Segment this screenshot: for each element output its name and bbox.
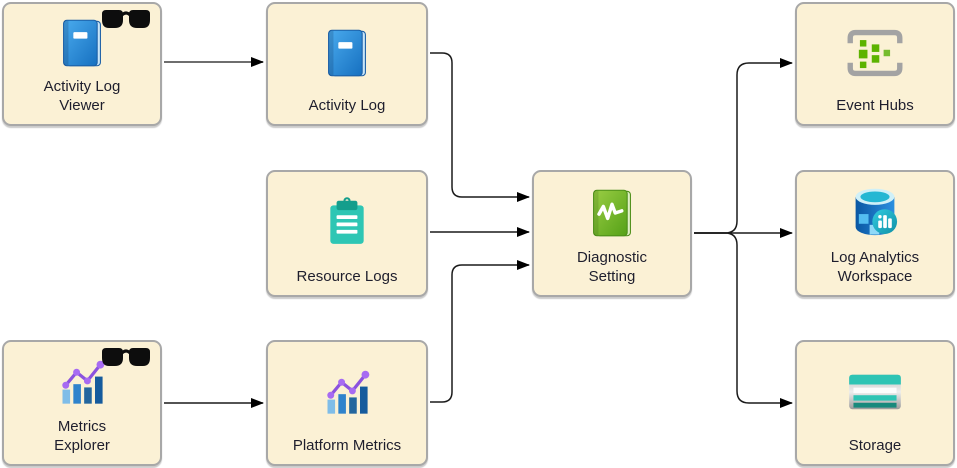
node-diagnostic-setting: Diagnostic Setting [532, 170, 692, 297]
bar-chart-icon [56, 342, 108, 417]
clipboard-icon [322, 172, 372, 267]
storage-icon [847, 342, 903, 436]
event-hubs-icon [847, 4, 903, 96]
node-label: Event Hubs [836, 96, 914, 114]
node-platform-metrics: Platform Metrics [266, 340, 428, 466]
node-label: Activity Log [308, 96, 386, 114]
connector-diagnostic-setting-to-storage [694, 232, 793, 408]
node-label: Metrics Explorer [54, 417, 110, 454]
journal-blue-icon [321, 4, 373, 96]
node-label: Activity Log Viewer [43, 77, 121, 114]
connector-activity-log-to-diagnostic-setting [430, 52, 530, 202]
node-log-analytics-workspace: Log Analytics Workspace [795, 170, 955, 297]
node-storage: Storage [795, 340, 955, 466]
journal-blue-icon [56, 4, 108, 77]
glasses-icon [101, 347, 151, 376]
glasses-icon [101, 9, 151, 38]
connector-platform-metrics-to-diagnostic-setting [430, 260, 530, 403]
node-resource-logs: Resource Logs [266, 170, 428, 297]
log-analytics-icon [849, 172, 901, 248]
node-event-hubs: Event Hubs [795, 2, 955, 126]
journal-green-icon [586, 172, 638, 248]
bar-chart-icon [321, 342, 373, 436]
node-activity-log: Activity Log [266, 2, 428, 126]
node-label: Diagnostic Setting [576, 248, 648, 285]
node-label: Resource Logs [296, 267, 398, 285]
connector-diagnostic-setting-to-event-hubs [694, 58, 793, 234]
node-metrics-explorer: Metrics Explorer [2, 340, 162, 466]
node-label: Platform Metrics [292, 436, 402, 454]
node-label: Storage [848, 436, 902, 454]
node-label: Log Analytics Workspace [830, 248, 920, 285]
node-activity-log-viewer: Activity Log Viewer [2, 2, 162, 126]
